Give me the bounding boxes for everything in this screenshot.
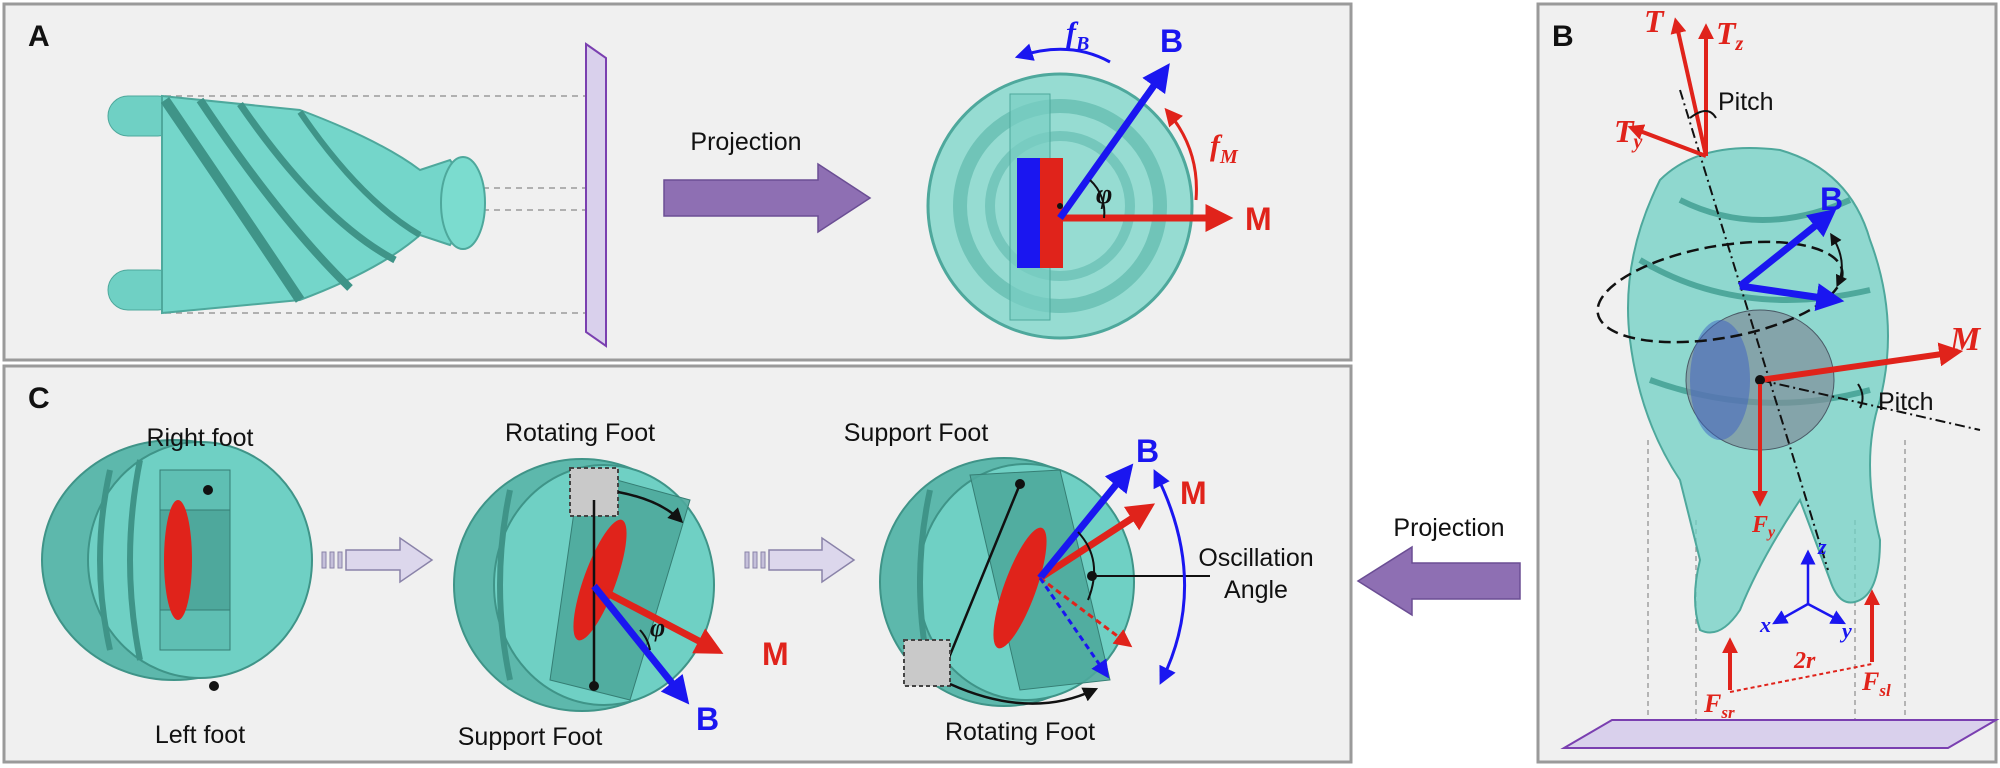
projection-guides-b: [1647, 440, 1906, 730]
x-axis-label: x: [1759, 612, 1771, 637]
stage3-bottom-label: Rotating Foot: [945, 718, 1095, 746]
M-label-b: M: [1949, 321, 1982, 358]
b-vector-a: [1057, 63, 1170, 221]
projection-arrow-c: [1356, 545, 1521, 617]
z-axis-label: z: [1817, 534, 1827, 559]
M-vector-b: [1759, 342, 1964, 383]
2r-line: [1729, 663, 1873, 693]
M-label-c2: M: [762, 636, 789, 672]
T-vector: [1670, 17, 1708, 157]
robot-side-view: [107, 94, 486, 315]
pitch-arc-mid: [1857, 383, 1864, 409]
m-vector-dashed-c3: [1039, 576, 1133, 648]
B-vector-b2: [1739, 282, 1845, 312]
B-label-b: B: [1820, 181, 1843, 217]
b-vector-c2: [591, 583, 690, 705]
osc-label-line1: Oscillation: [1198, 544, 1313, 572]
panel-c-letter: C: [28, 382, 50, 415]
panel-b: B T Tz Ty Pitch: [1536, 2, 2000, 764]
pitch-label-mid: Pitch: [1878, 388, 1934, 416]
B-label-c2: B: [696, 701, 719, 737]
phi-arc-c2: [639, 629, 651, 651]
floor-plane: [1560, 719, 2000, 749]
pitch-axis-b: [1759, 379, 1981, 431]
y-axis-label: y: [1839, 618, 1852, 643]
coord-frame: [1772, 549, 1846, 625]
phi-label-c2: φ: [650, 613, 665, 642]
B-label-c3: B: [1136, 433, 1159, 469]
fM-arc: [1164, 107, 1198, 201]
m-vector-c2: [592, 582, 724, 654]
angle-arc-c3: [1077, 531, 1095, 601]
projection-plane: [585, 42, 607, 348]
panel-b-letter: B: [1552, 20, 1574, 53]
phi-label-a: φ: [1096, 179, 1112, 210]
projection-arrow-a: [663, 162, 872, 234]
stage1-top-label: Right foot: [146, 424, 253, 452]
robot-front-view: [926, 72, 1194, 340]
2r-label: 2r: [1793, 648, 1816, 674]
phi-arc-a: [1089, 179, 1106, 219]
M-label-c3: M: [1180, 475, 1207, 511]
B-label-a: B: [1160, 23, 1183, 59]
fB-label: fB: [1066, 16, 1089, 55]
projection-label-a: Projection: [690, 128, 801, 156]
stage2-bottom-label: Support Foot: [458, 723, 603, 751]
panel-a: A Projection: [2, 2, 1353, 362]
magnet: [1017, 158, 1063, 268]
stage-arrow-1: [321, 536, 434, 584]
osc-label-line2: Angle: [1224, 576, 1288, 604]
stage1-robot: [41, 439, 313, 691]
projection-label-c: Projection: [1393, 514, 1504, 542]
fM-label: fM: [1210, 129, 1239, 168]
pitch-arc-top: [1689, 110, 1717, 119]
Fy-label: Fy: [1751, 512, 1776, 541]
stage3-top-label: Support Foot: [844, 419, 989, 447]
M-label-a: M: [1245, 201, 1272, 237]
stage2-robot: [453, 458, 715, 712]
b-vector-c3: [1037, 463, 1134, 581]
pitch-label-top: Pitch: [1718, 88, 1774, 116]
fB-arc: [1014, 43, 1111, 64]
stage-arrow-2: [744, 536, 856, 584]
T-label: T: [1644, 3, 1665, 39]
Ty-vector: [1627, 124, 1707, 158]
Ty-label: Ty: [1614, 113, 1643, 153]
Fsl-label: Fsl: [1861, 667, 1891, 700]
osc-arc-c3: [1153, 469, 1187, 685]
Tz-label: Tz: [1716, 15, 1744, 55]
body-axis-b: [1679, 89, 1829, 571]
stage3-robot: [879, 457, 1135, 707]
panel-c: C Right foot Left foot: [2, 364, 1521, 764]
B-vector-b: [1737, 208, 1837, 289]
stage1-bottom-label: Left foot: [155, 721, 245, 749]
panel-a-letter: A: [28, 20, 50, 53]
B-angle-arc: [1830, 232, 1847, 288]
m-vector-c3: [1038, 503, 1156, 581]
Fsr-label: Fsr: [1703, 689, 1735, 722]
stage2-top-label: Rotating Foot: [505, 419, 655, 447]
